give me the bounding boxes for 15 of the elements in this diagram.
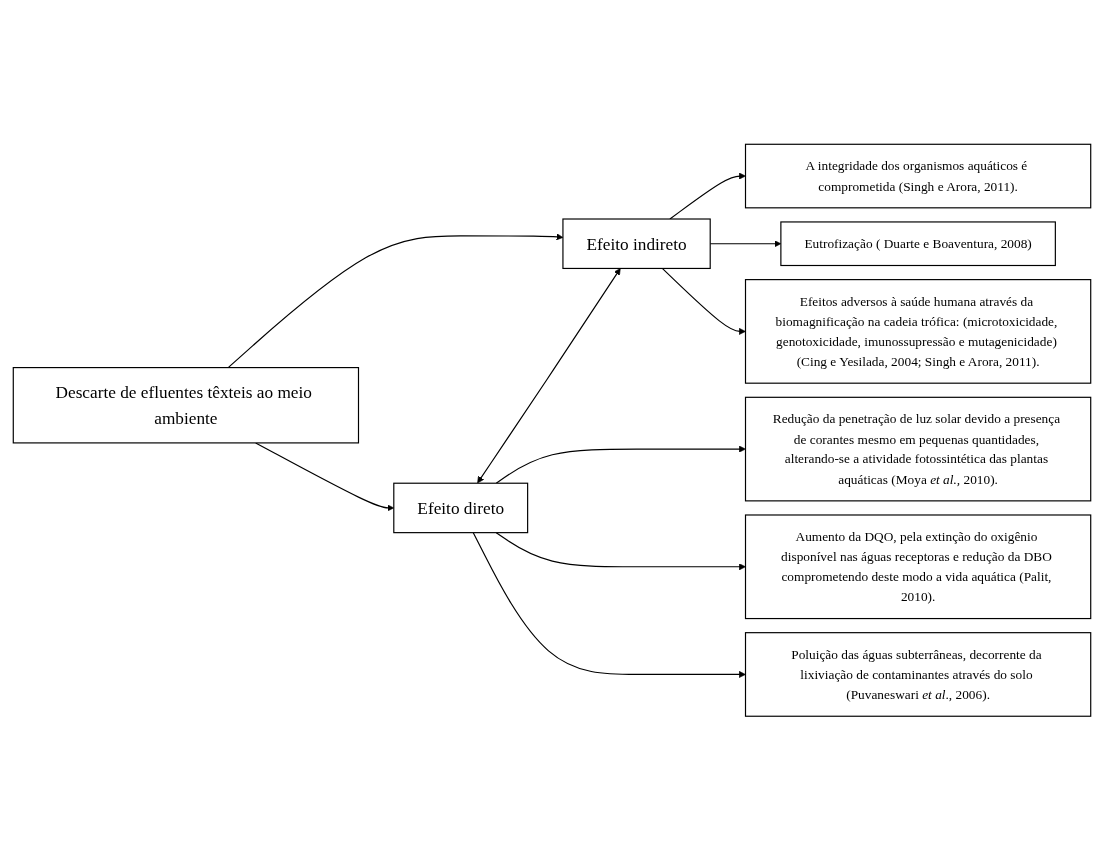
arrow — [669, 172, 746, 220]
node-box: Eutrofização ( Duarte e Boaventura, 2008) — [780, 221, 1056, 267]
node-box: A integridade dos organismos aquáticos é comprometida (Singh e Arora, 2011). — [744, 143, 1092, 209]
arrow — [495, 445, 746, 485]
arrow — [472, 532, 746, 679]
arrow — [495, 532, 746, 571]
node-box: Efeito indireto — [562, 218, 711, 270]
node-box: Efeito direto — [393, 482, 529, 534]
node-box: Efeitos adversos à saúde humana através da biomagnificação na cadeia trófica: (microtoxicidade, genotoxicidade, imunossupressão e mutagenicidade) (Cing e Yesilada, 2004; Singh e Arora, 2011). — [744, 279, 1092, 384]
node-box: Redução da penetração de luz solar devido a presença de corantes mesmo em pequenas quantidades, alterando-se a atividade fotossintética das plantas aquáticas (Moya et al., 2010). — [744, 396, 1092, 502]
node-box: Poluição das águas subterrâneas, decorrente da lixiviação de contaminantes através do solo (Puvaneswari et al., 2006). — [744, 632, 1092, 718]
node-box: Aumento da DQO, pela extinção do oxigênio disponível nas águas receptoras e redução da DBO comprometendo deste modo a vida aquática (Palit, 2010). — [744, 514, 1092, 620]
arrow — [477, 268, 621, 484]
arrow — [661, 268, 746, 336]
node-box: Descarte de efluentes têxteis ao meio ambiente — [12, 367, 360, 444]
